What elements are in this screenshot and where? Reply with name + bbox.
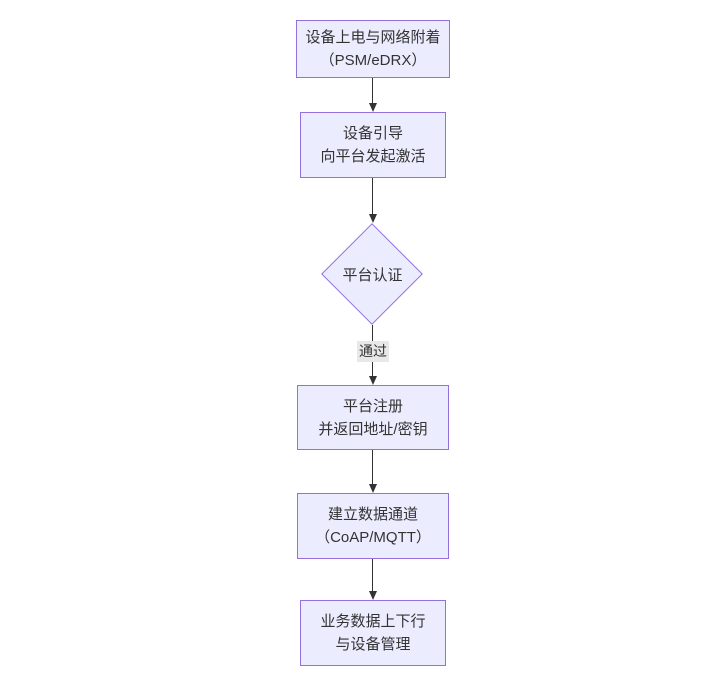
arrow-down-icon xyxy=(369,103,377,112)
flowchart-node-auth-label: 平台认证 xyxy=(342,266,403,284)
flowchart-node-bootstrap: 设备引导 向平台发起激活 xyxy=(300,112,446,178)
flowchart-node-channel: 建立数据通道 （CoAP/MQTT） xyxy=(297,493,449,559)
node-text-line: 平台注册 xyxy=(342,397,403,415)
arrow-down-icon xyxy=(369,376,377,385)
node-text-line: 设备引导 xyxy=(342,125,403,142)
arrow-down-icon xyxy=(369,484,377,493)
node-text-line: 业务数据上下行 xyxy=(320,613,426,630)
node-text-line: （PSM/eDRX） xyxy=(319,52,427,69)
flowchart-edge-attach-bootstrap xyxy=(372,78,373,104)
node-text-line: 建立数据通道 xyxy=(327,506,418,523)
edge-label-pass: 通过 xyxy=(357,341,389,362)
node-text-line: （CoAP/MQTT） xyxy=(315,529,431,546)
flowchart-node-register: 平台注册 并返回地址/密钥 xyxy=(297,385,449,450)
node-text-line: 并返回地址/密钥 xyxy=(318,420,428,438)
flowchart-node-attach: 设备上电与网络附着 （PSM/eDRX） xyxy=(296,20,450,78)
flowchart-edge-register-channel xyxy=(372,450,373,485)
arrow-down-icon xyxy=(369,214,377,223)
node-text-line: 向平台发起激活 xyxy=(320,148,426,165)
flowchart-node-business: 业务数据上下行 与设备管理 xyxy=(300,600,446,666)
node-text-line: 设备上电与网络附着 xyxy=(305,29,441,46)
node-text-line: 与设备管理 xyxy=(335,636,411,653)
arrow-down-icon xyxy=(369,591,377,600)
flowchart-edge-bootstrap-auth xyxy=(372,178,373,215)
flowchart-edge-channel-business xyxy=(372,559,373,592)
